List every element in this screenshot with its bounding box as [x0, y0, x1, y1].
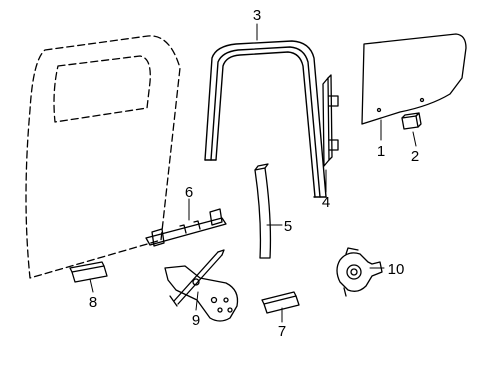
regulator-motor	[336, 247, 383, 297]
callout-label: 3	[253, 7, 261, 24]
glass-channel-clip	[401, 112, 422, 130]
callout-label: 8	[89, 294, 97, 311]
callout-label: 6	[185, 184, 193, 201]
callout-label: 5	[284, 218, 292, 235]
callout-label: 9	[192, 312, 200, 329]
callout-label: 10	[388, 261, 405, 278]
front-trim-clip	[69, 261, 108, 283]
callout-label: 1	[377, 143, 385, 160]
lower-trim-clip	[261, 291, 300, 314]
callout-labels: 3 1 2 4 5 6 7 8 9 10	[89, 7, 419, 340]
rear-run-channel	[322, 74, 339, 167]
leader-lines	[89, 23, 417, 323]
callout-label: 4	[322, 194, 330, 211]
front-run-channel	[254, 163, 272, 259]
door-weatherstrip	[204, 40, 327, 198]
window-regulator	[164, 249, 239, 322]
door-shell-outline	[25, 35, 181, 279]
callout-label: 7	[278, 323, 286, 340]
callout-label: 2	[411, 148, 419, 165]
regulator-rail	[145, 208, 227, 247]
door-glass	[361, 33, 467, 125]
